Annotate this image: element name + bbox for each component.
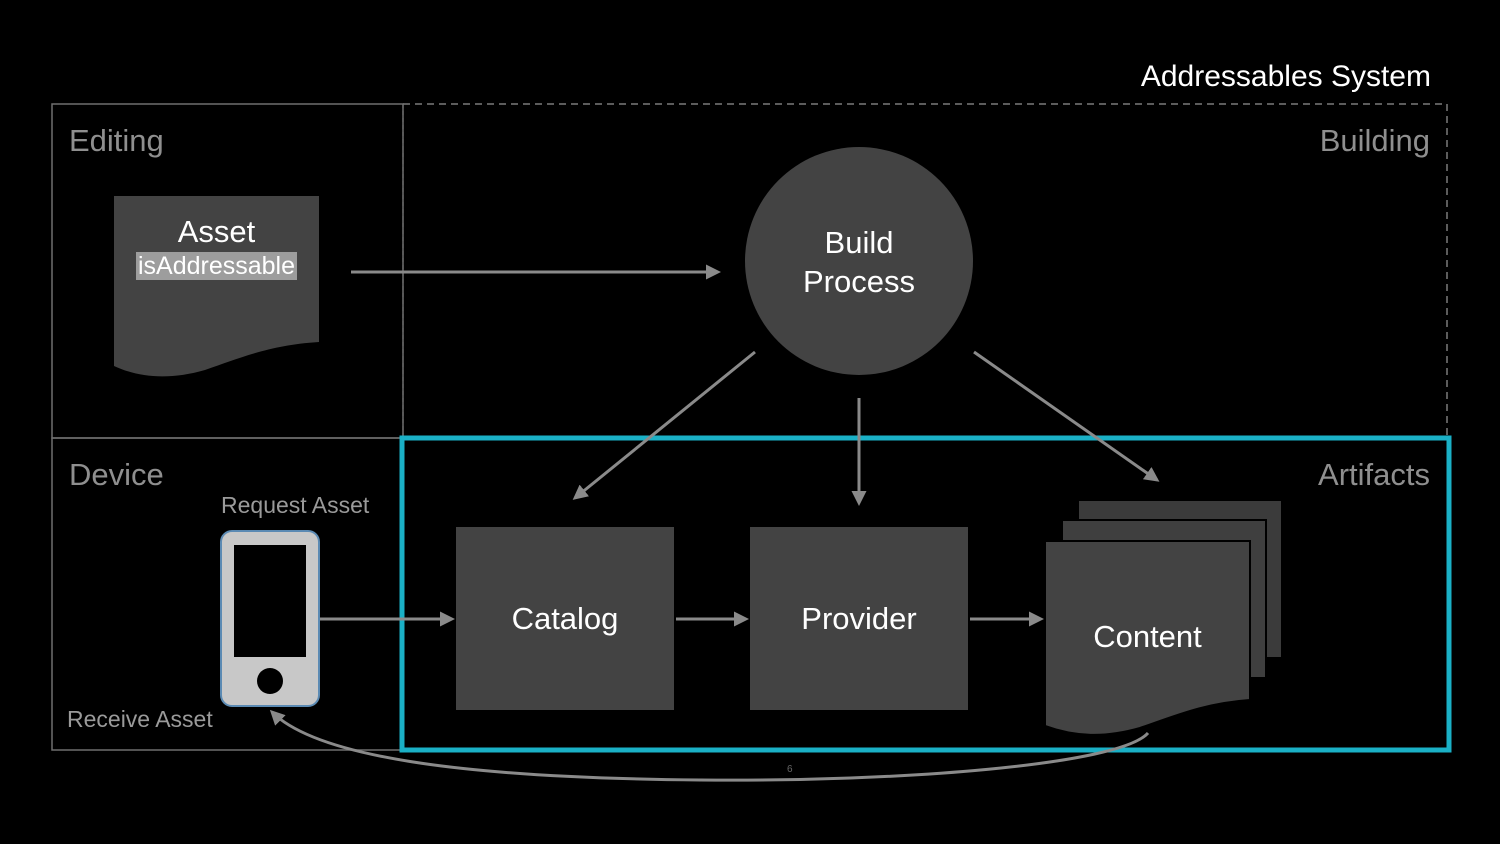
document-stack-icon	[1044, 499, 1283, 736]
build-label-line1: Build	[824, 225, 894, 260]
document-icon	[114, 196, 319, 377]
receive-asset-label: Receive Asset	[67, 706, 213, 732]
asset-flag-wrapper: isAddressable	[114, 252, 319, 281]
building-region	[403, 103, 1448, 438]
asset-title: Asset	[177, 214, 256, 249]
catalog-label: Catalog	[511, 601, 619, 636]
catalog-node	[456, 527, 674, 710]
provider-node	[750, 527, 968, 710]
request-asset-label: Request Asset	[221, 492, 370, 518]
asset-flag: isAddressable	[135, 252, 298, 280]
diagram-title: Addressables System	[1140, 60, 1431, 93]
content-label: Content	[1093, 619, 1202, 654]
arrow-build-to-catalog	[572, 350, 756, 500]
building-label: Building	[1319, 123, 1430, 158]
phone-icon[interactable]	[220, 530, 320, 707]
arrow-build-to-content	[973, 350, 1160, 482]
provider-label: Provider	[801, 601, 917, 636]
editing-label: Editing	[69, 123, 164, 158]
device-label: Device	[69, 457, 164, 492]
page-number: 6	[787, 764, 793, 775]
artifacts-label: Artifacts	[1318, 457, 1430, 492]
build-process-node	[745, 147, 973, 375]
artifacts-region	[399, 435, 1452, 753]
arrow-content-to-phone	[269, 709, 1150, 782]
build-label-line2: Process	[803, 264, 915, 299]
